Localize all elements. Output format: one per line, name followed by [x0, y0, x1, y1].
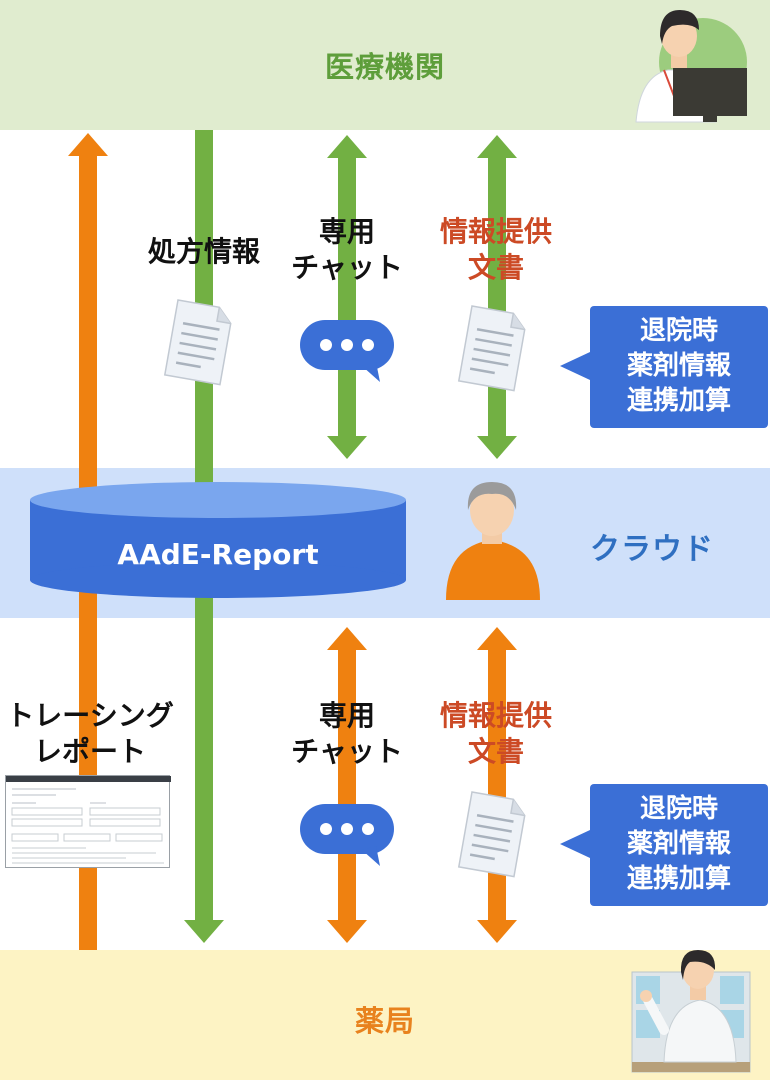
database-cylinder [30, 482, 406, 598]
chat-top-arrow [327, 135, 367, 459]
chat-bubble-icon [300, 320, 394, 382]
document-icon [457, 791, 526, 878]
chat-bottom-arrow [327, 627, 367, 943]
chat-bubble-icon [300, 804, 394, 866]
chat-top-label: 専用 チャット [291, 215, 403, 284]
cloud-label: クラウド [590, 532, 714, 567]
hospital-label: 医療機関 [324, 50, 445, 84]
doc-bottom-arrow [477, 627, 517, 943]
document-icon [163, 299, 232, 386]
database-label: AAdE-Report [117, 538, 319, 571]
doc-top-label: 情報提供 文書 [439, 215, 552, 284]
discharge-callout-bottom: 退院時 薬剤情報 連携加算 [560, 784, 768, 906]
prescription-label: 処方情報 [147, 235, 260, 268]
elderly-person-icon [446, 482, 540, 600]
report-form-lines [6, 776, 171, 864]
doc-bottom-label: 情報提供 文書 [439, 699, 552, 768]
pharmacy-label: 薬局 [354, 1004, 415, 1038]
report-form-thumbnail [5, 775, 171, 868]
pharmacist-icon [631, 950, 751, 1073]
chat-bottom-label: 専用 チャット [291, 699, 403, 768]
nurse-at-monitor-icon [635, 10, 747, 123]
document-icon [457, 305, 526, 392]
discharge-callout-top: 退院時 薬剤情報 連携加算 [560, 306, 768, 428]
tracing-report-label: トレーシング レポート [6, 699, 174, 768]
doc-top-arrow [477, 135, 517, 459]
